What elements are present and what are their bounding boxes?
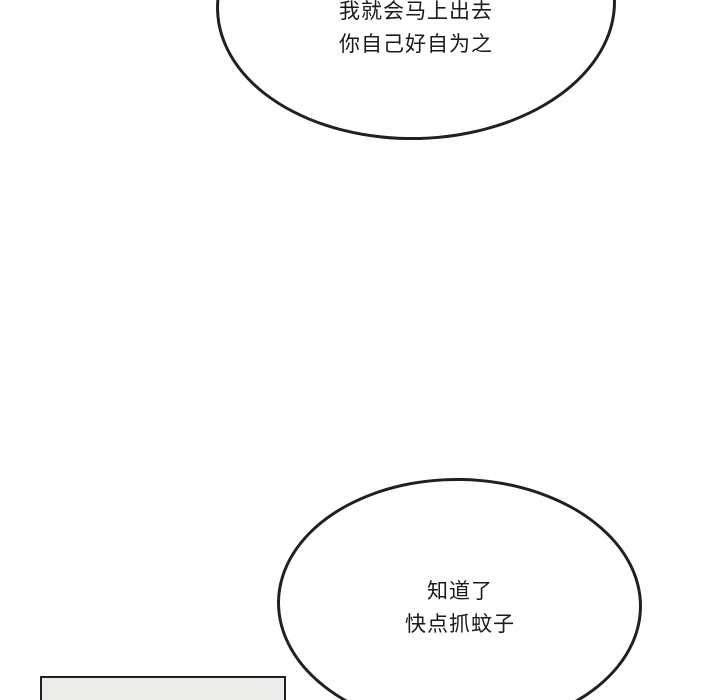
speech-balloon-upper-text: 我就会马上出去 你自己好自为之 xyxy=(339,0,493,56)
bottom-panel-fragment xyxy=(40,676,286,700)
speech-balloon-lower-text: 知道了 快点抓蚊子 xyxy=(405,579,515,636)
